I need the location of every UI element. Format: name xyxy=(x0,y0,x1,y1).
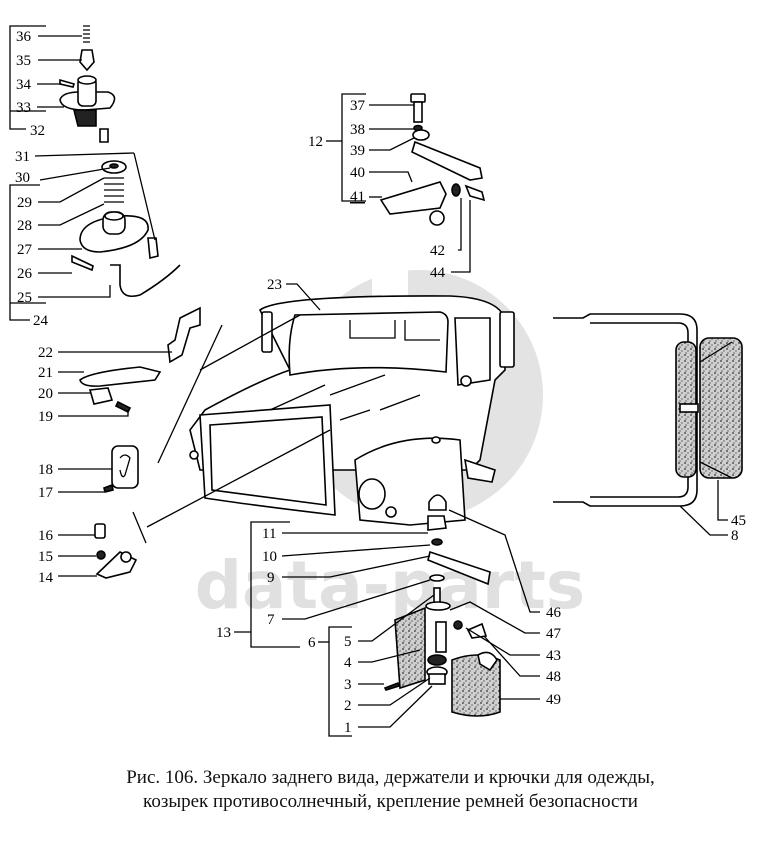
callout-8: 8 xyxy=(731,528,739,544)
figure-caption-line-2: козырек противосолнечный, крепление ремн… xyxy=(143,791,638,812)
callout-19: 19 xyxy=(38,409,53,425)
callout-31: 31 xyxy=(15,149,30,165)
callout-5: 5 xyxy=(344,634,352,650)
callout-12: 12 xyxy=(308,134,323,150)
callout-leaders xyxy=(9,25,728,737)
callout-2: 2 xyxy=(344,698,352,714)
callout-49: 49 xyxy=(546,692,561,708)
leader-divider-left xyxy=(157,324,223,464)
callout-9: 9 xyxy=(267,570,275,586)
callout-18: 18 xyxy=(38,462,53,478)
callout-22: 22 xyxy=(38,345,53,361)
callout-29: 29 xyxy=(17,195,32,211)
callout-labels: 36 35 34 33 32 31 30 29 28 27 26 25 24 2… xyxy=(15,29,746,736)
callout-16: 16 xyxy=(38,528,54,544)
callout-36: 36 xyxy=(16,29,32,45)
callout-38: 38 xyxy=(350,122,365,138)
callout-44: 44 xyxy=(430,265,446,281)
callout-35: 35 xyxy=(16,53,31,69)
callout-24: 24 xyxy=(33,313,49,329)
callout-14: 14 xyxy=(38,570,54,586)
callout-43: 43 xyxy=(546,648,561,664)
callout-25: 25 xyxy=(17,290,32,306)
callout-42: 42 xyxy=(430,243,445,259)
callout-33: 33 xyxy=(16,100,31,116)
callout-34: 34 xyxy=(16,77,32,93)
callout-41: 41 xyxy=(350,189,365,205)
callout-45: 45 xyxy=(731,513,746,529)
callout-37: 37 xyxy=(350,98,366,114)
watermark-text: data-parts xyxy=(195,547,585,624)
sun-visor-holder-parts-illustration xyxy=(71,152,181,298)
callout-4: 4 xyxy=(344,655,352,671)
figure-caption-line-1: Рис. 106. Зеркало заднего вида, держател… xyxy=(126,767,655,788)
callout-6: 6 xyxy=(308,635,316,651)
callout-26: 26 xyxy=(17,266,33,282)
mirror-upper-bracket-illustration xyxy=(379,93,486,226)
callout-21: 21 xyxy=(38,365,53,381)
callout-39: 39 xyxy=(350,143,365,159)
callout-48: 48 xyxy=(546,669,561,685)
callout-11: 11 xyxy=(262,526,276,542)
leader-cab-lower xyxy=(146,429,331,528)
callout-1: 1 xyxy=(344,720,352,736)
callout-15: 15 xyxy=(38,549,53,565)
callout-32: 32 xyxy=(30,123,45,139)
callout-20: 20 xyxy=(38,386,53,402)
callout-47: 47 xyxy=(546,626,562,642)
callout-40: 40 xyxy=(350,165,365,181)
leader-divider-bottom xyxy=(132,511,147,544)
mirror-lower-bracket-illustration xyxy=(383,494,501,717)
coat-hook-parts-illustration xyxy=(59,25,116,143)
callout-13: 13 xyxy=(216,625,231,641)
callout-30: 30 xyxy=(15,170,30,186)
callout-46: 46 xyxy=(546,605,562,621)
callout-23: 23 xyxy=(267,277,282,293)
callout-28: 28 xyxy=(17,218,32,234)
callout-3: 3 xyxy=(344,677,352,693)
callout-10: 10 xyxy=(262,549,277,565)
truck-cab-illustration xyxy=(189,295,515,526)
seatbelt-mount-parts-illustration xyxy=(79,306,201,579)
rear-view-mirror-illustration xyxy=(553,313,743,507)
leader-cab-upper xyxy=(199,314,301,371)
callout-17: 17 xyxy=(38,485,54,501)
callout-27: 27 xyxy=(17,242,33,258)
callout-7: 7 xyxy=(267,612,275,628)
